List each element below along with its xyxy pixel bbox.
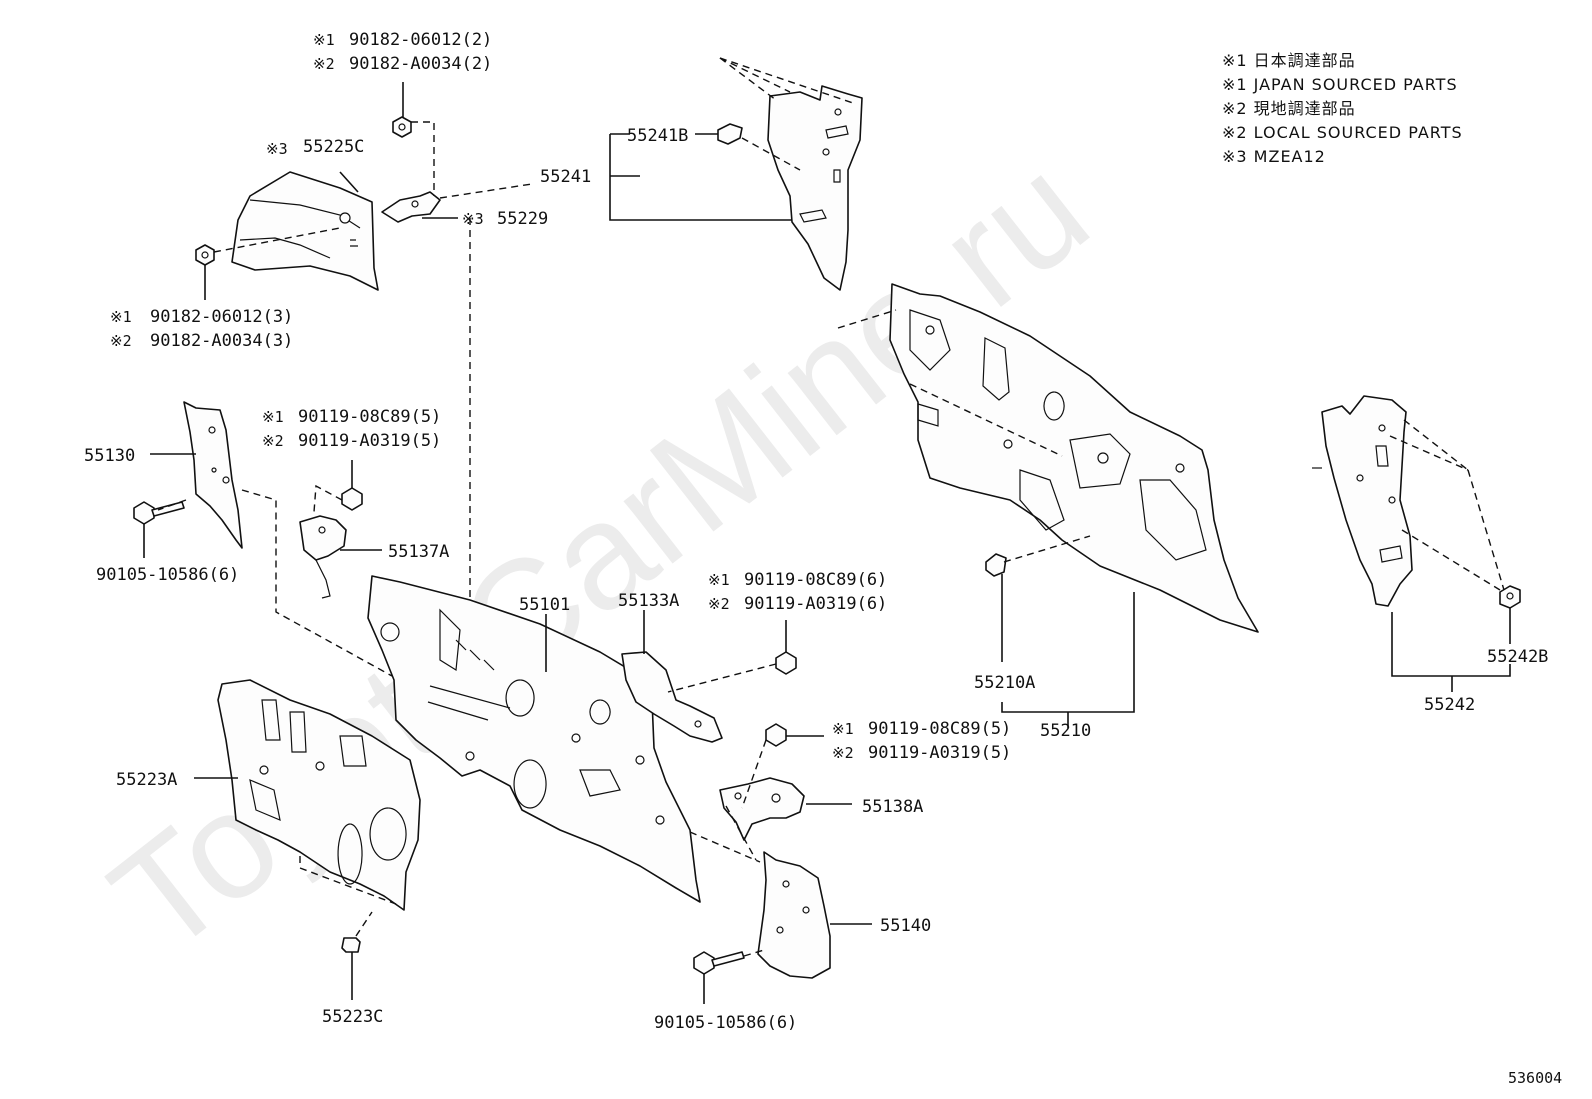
note-line-5: ※3 MZEA12 <box>1222 147 1326 166</box>
label-nut-bot-1: 90182-06012(3) <box>150 307 293 327</box>
part-55225C[interactable] <box>231 171 379 291</box>
nut-top[interactable] <box>392 116 412 138</box>
part-55229[interactable] <box>381 191 441 223</box>
label-bolt-138-1: 90119-08C89(5) <box>868 719 1011 739</box>
part-55137A[interactable] <box>299 515 347 599</box>
label-bolt-137-mark1: ※1 <box>262 408 284 426</box>
label-bolt-55140: 90105-10586(6) <box>654 1013 797 1033</box>
label-55241: 55241 <box>540 167 591 187</box>
label-55242B: 55242B <box>1487 647 1548 667</box>
label-55210: 55210 <box>1040 721 1091 741</box>
note-line-3: ※2 現地調達部品 <box>1222 99 1356 118</box>
label-bolt-133-mark2: ※2 <box>708 595 730 613</box>
label-bolt-137-2: 90119-A0319(5) <box>298 431 441 451</box>
label-55138A: 55138A <box>862 797 923 817</box>
label-55133A: 55133A <box>618 591 679 611</box>
bolt-55130[interactable] <box>133 501 185 525</box>
label-nut-top-1: 90182-06012(2) <box>349 30 492 50</box>
notes-legend: ※1 日本調達部品 ※1 JAPAN SOURCED PARTS ※2 現地調達… <box>1222 51 1463 166</box>
label-55225C-mark: ※3 <box>266 140 288 158</box>
part-55241[interactable] <box>767 85 863 291</box>
label-bolt-133-mark1: ※1 <box>708 571 730 589</box>
part-55130[interactable] <box>183 401 243 549</box>
diagram-id: 536004 <box>1508 1069 1562 1087</box>
label-55223C: 55223C <box>322 1007 383 1027</box>
label-55229-mark: ※3 <box>462 210 484 228</box>
label-bolt-138-mark2: ※2 <box>832 744 854 762</box>
label-bolt-55130: 90105-10586(6) <box>96 565 239 585</box>
label-55130: 55130 <box>84 446 135 466</box>
part-55140[interactable] <box>757 851 831 979</box>
clip-55223C[interactable] <box>341 937 361 953</box>
label-55241B: 55241B <box>627 126 688 146</box>
bolt-55140[interactable] <box>693 951 745 975</box>
label-55225C: 55225C <box>303 137 364 157</box>
label-55140: 55140 <box>880 916 931 936</box>
label-bolt-138-mark1: ※1 <box>832 720 854 738</box>
bolt-55138A[interactable] <box>765 723 787 747</box>
label-bolt-138-2: 90119-A0319(5) <box>868 743 1011 763</box>
label-bolt-137-1: 90119-08C89(5) <box>298 407 441 427</box>
label-55137A: 55137A <box>388 542 449 562</box>
part-55101[interactable] <box>367 575 701 903</box>
label-nut-top-mark2: ※2 <box>313 55 335 73</box>
clip-55241B[interactable] <box>717 123 743 145</box>
label-nut-bot-2: 90182-A0034(3) <box>150 331 293 351</box>
clip-55210A[interactable] <box>985 553 1007 577</box>
part-55223A[interactable] <box>217 679 421 911</box>
part-55210[interactable] <box>889 283 1259 633</box>
note-line-2: ※1 JAPAN SOURCED PARTS <box>1222 75 1458 94</box>
note-line-4: ※2 LOCAL SOURCED PARTS <box>1222 123 1463 142</box>
part-55242[interactable] <box>1312 395 1413 607</box>
label-nut-top-2: 90182-A0034(2) <box>349 54 492 74</box>
bolt-55137A[interactable] <box>341 487 363 511</box>
label-nut-bot-mark1: ※1 <box>110 308 132 326</box>
label-55210A: 55210A <box>974 673 1035 693</box>
label-55101: 55101 <box>519 595 570 615</box>
part-55138A[interactable] <box>719 777 805 841</box>
label-55229: 55229 <box>497 209 548 229</box>
label-55223A: 55223A <box>116 770 177 790</box>
clip-55242B[interactable] <box>1499 585 1521 609</box>
label-nut-bot-mark2: ※2 <box>110 332 132 350</box>
label-bolt-137-mark2: ※2 <box>262 432 284 450</box>
nut-bottom[interactable] <box>195 244 215 266</box>
bolt-55133A[interactable] <box>775 651 797 675</box>
label-bolt-133-1: 90119-08C89(6) <box>744 570 887 590</box>
part-55133A[interactable] <box>621 651 723 743</box>
label-55242: 55242 <box>1424 695 1475 715</box>
label-nut-top-mark1: ※1 <box>313 31 335 49</box>
note-line-1: ※1 日本調達部品 <box>1222 51 1356 70</box>
label-bolt-133-2: 90119-A0319(6) <box>744 594 887 614</box>
